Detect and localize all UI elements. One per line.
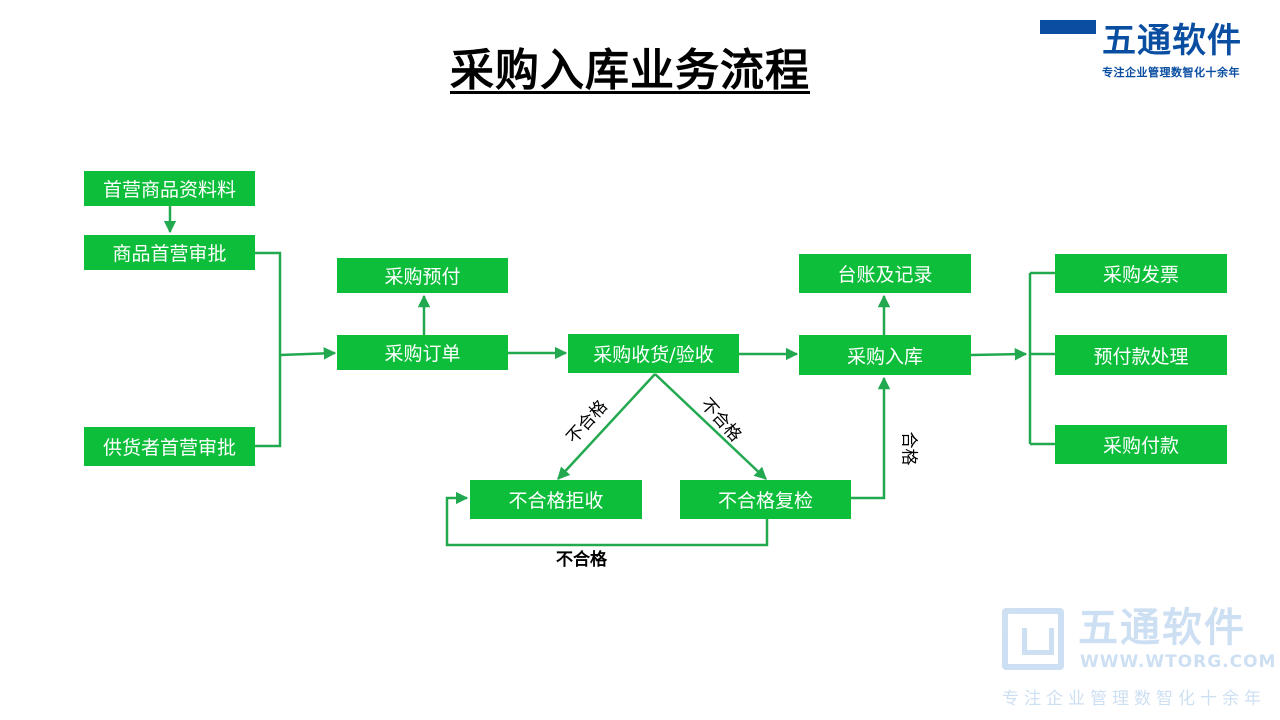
edge-product-approval-merge (255, 251, 282, 355)
brand-logo: 五通软件 专注企业管理数智化十余年 (1040, 20, 1260, 82)
node-prepay-processing[interactable]: 预付款处理 (1055, 335, 1227, 375)
watermark-url: WWW.WTORG.COM (1080, 652, 1277, 672)
node-reject[interactable]: 不合格拒收 (470, 480, 642, 519)
edge-reinspect-to-reject (445, 491, 769, 547)
node-purchase-order[interactable]: 采购订单 (337, 335, 508, 370)
brand-watermark: 五通软件 WWW.WTORG.COM 专注企业管理数智化十余年 (1000, 605, 1275, 716)
logo-mark-icon (1040, 20, 1096, 34)
brand-name: 五通软件 (1102, 21, 1242, 61)
page-title: 采购入库业务流程 (450, 45, 810, 96)
edge-stockin-to-split (970, 347, 1028, 361)
edge-supplier-approval-merge (255, 355, 282, 448)
node-product-first-approval[interactable]: 商品首营审批 (84, 235, 255, 270)
edge-receive-to-reinspect (654, 373, 767, 480)
node-purchase-prepay[interactable]: 采购预付 (337, 258, 508, 293)
edge-reinspect-to-stockin (851, 376, 891, 500)
node-ledger-record[interactable]: 台账及记录 (799, 254, 971, 293)
edge-label-fail-bottom: 不合格 (556, 550, 607, 570)
watermark-logo-icon (1002, 608, 1064, 670)
watermark-slogan: 专注企业管理数智化十余年 (1002, 689, 1266, 709)
node-purchase-stockin[interactable]: 采购入库 (799, 335, 971, 375)
watermark-name: 五通软件 (1078, 605, 1246, 651)
node-purchase-invoice[interactable]: 采购发票 (1055, 254, 1227, 293)
brand-slogan: 专注企业管理数智化十余年 (1102, 66, 1240, 79)
edge-receive-to-reject (557, 373, 656, 480)
node-receive-inspect[interactable]: 采购收货/验收 (568, 334, 739, 373)
node-first-product-data[interactable]: 首营商品资料料 (84, 171, 255, 206)
node-supplier-first-approval[interactable]: 供货者首营审批 (84, 427, 255, 466)
node-purchase-payment[interactable]: 采购付款 (1055, 425, 1227, 464)
edge-merge-to-order (279, 347, 337, 360)
node-reinspect[interactable]: 不合格复检 (680, 480, 851, 519)
edge-label-pass: 合格 (898, 431, 919, 466)
